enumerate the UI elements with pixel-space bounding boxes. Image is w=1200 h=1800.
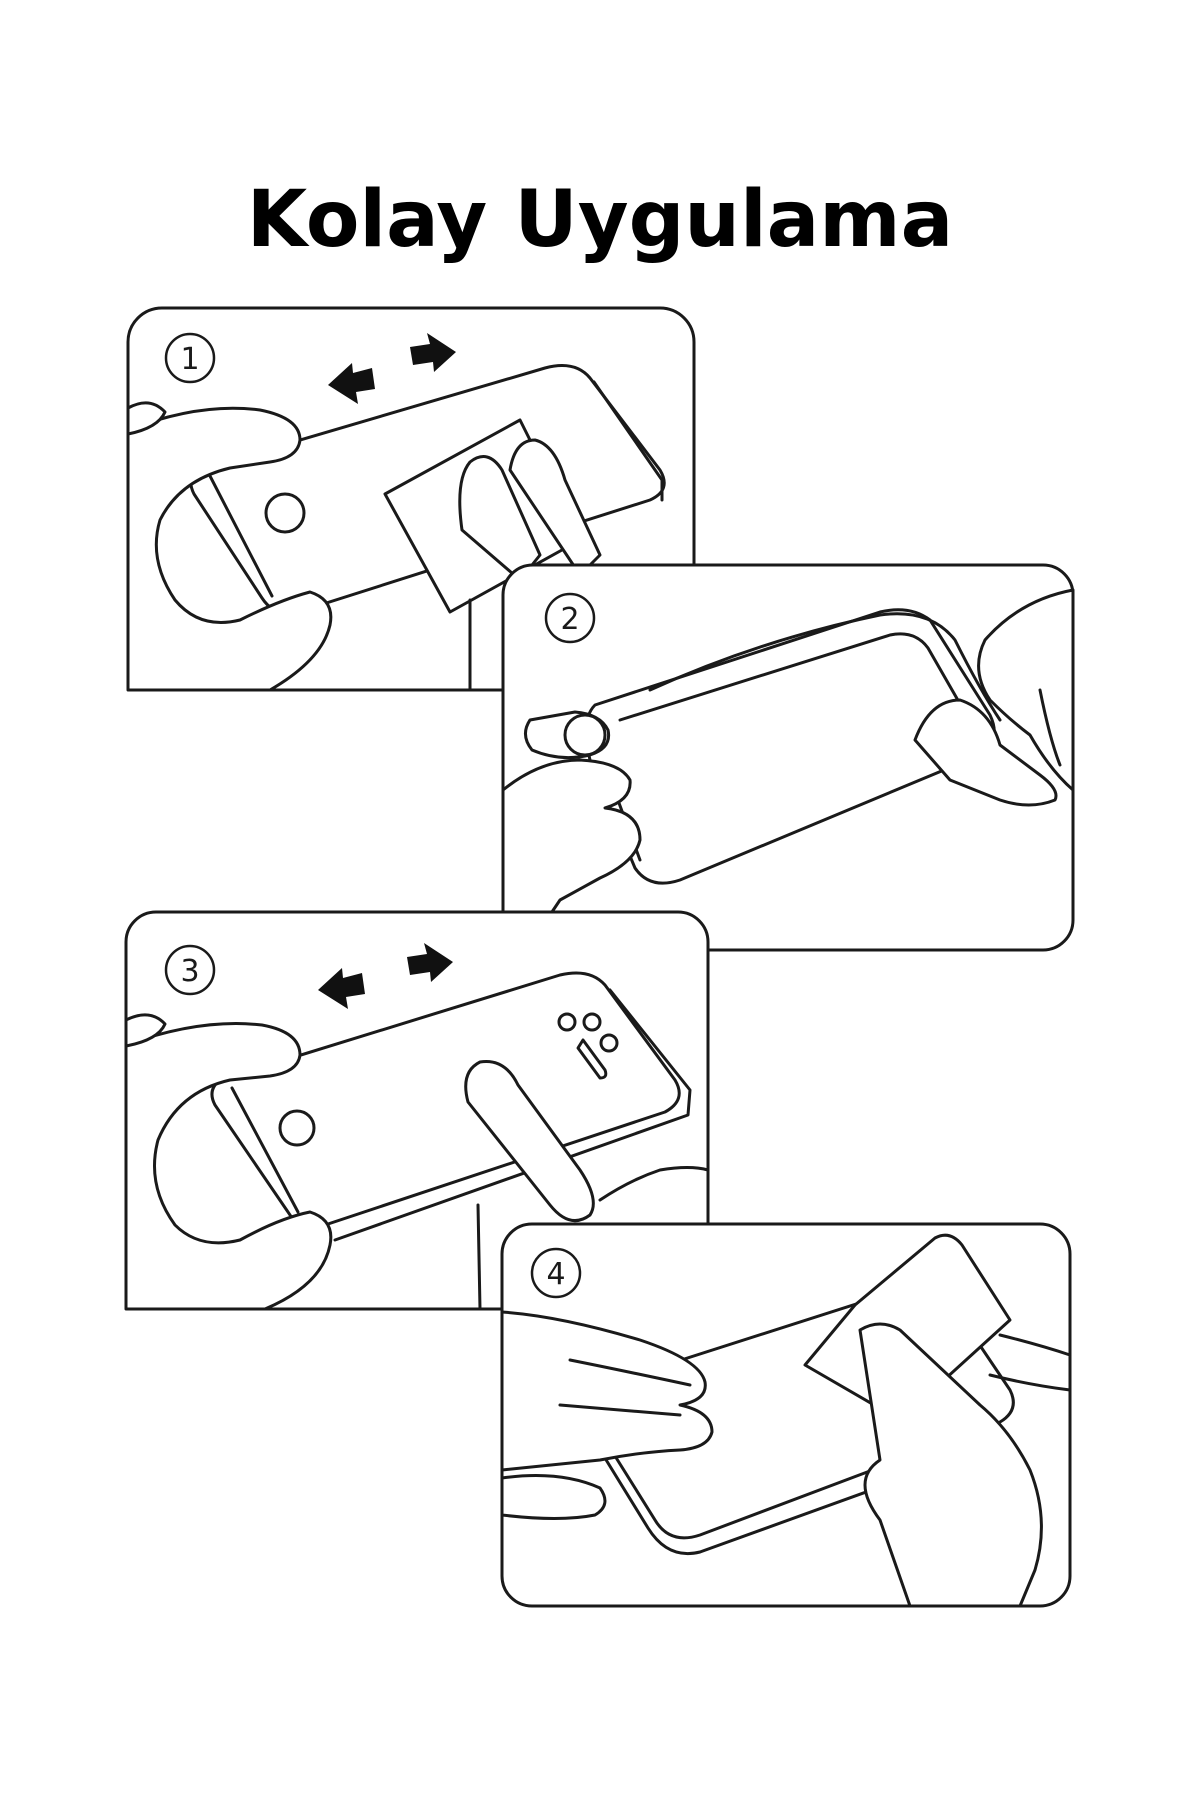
left-hand	[126, 406, 333, 692]
step-3-number: 3	[180, 954, 199, 989]
camera-icon	[278, 1109, 316, 1147]
left-thumb	[500, 1474, 607, 1520]
step-3-number-circle	[164, 944, 216, 996]
right-arrow-icon	[410, 333, 456, 372]
right-hand	[977, 588, 1075, 792]
step-1-number-circle	[164, 332, 216, 384]
left-thumb	[126, 401, 167, 436]
left-hand	[500, 1310, 714, 1472]
step-2-number: 2	[560, 602, 579, 637]
sensor-dot	[582, 1012, 602, 1032]
page-title: Kolay Uygulama	[246, 175, 954, 265]
step-2-number-circle	[544, 592, 596, 644]
step-3-panel: 3	[124, 910, 710, 1311]
thumb-tip	[563, 713, 607, 757]
sensor-dot	[599, 1033, 619, 1053]
right-middle-finger	[508, 438, 602, 577]
right-hand	[858, 1322, 1043, 1608]
sensor-dot	[557, 1012, 577, 1032]
left-arrow-icon	[318, 968, 365, 1009]
right-index-finger	[464, 1059, 595, 1223]
right-index-finger	[458, 455, 542, 582]
camera-icon	[264, 492, 306, 534]
left-hand	[124, 1022, 333, 1311]
step-4-number-circle	[530, 1247, 582, 1299]
step-1-number: 1	[180, 342, 199, 377]
protective-film	[648, 612, 1002, 722]
phone-body	[210, 971, 681, 1229]
left-hand	[501, 758, 642, 952]
right-fingers	[913, 698, 1058, 807]
left-arrow-icon	[328, 363, 375, 404]
right-arrow-icon	[407, 943, 453, 982]
step-2-panel: 2	[501, 563, 1075, 952]
left-thumb	[124, 1013, 167, 1048]
step-4-number: 4	[546, 1257, 565, 1292]
step-4-panel: 4	[500, 1222, 1072, 1608]
speaker-slot	[576, 1038, 608, 1080]
cleaning-cloth	[803, 1233, 1012, 1422]
